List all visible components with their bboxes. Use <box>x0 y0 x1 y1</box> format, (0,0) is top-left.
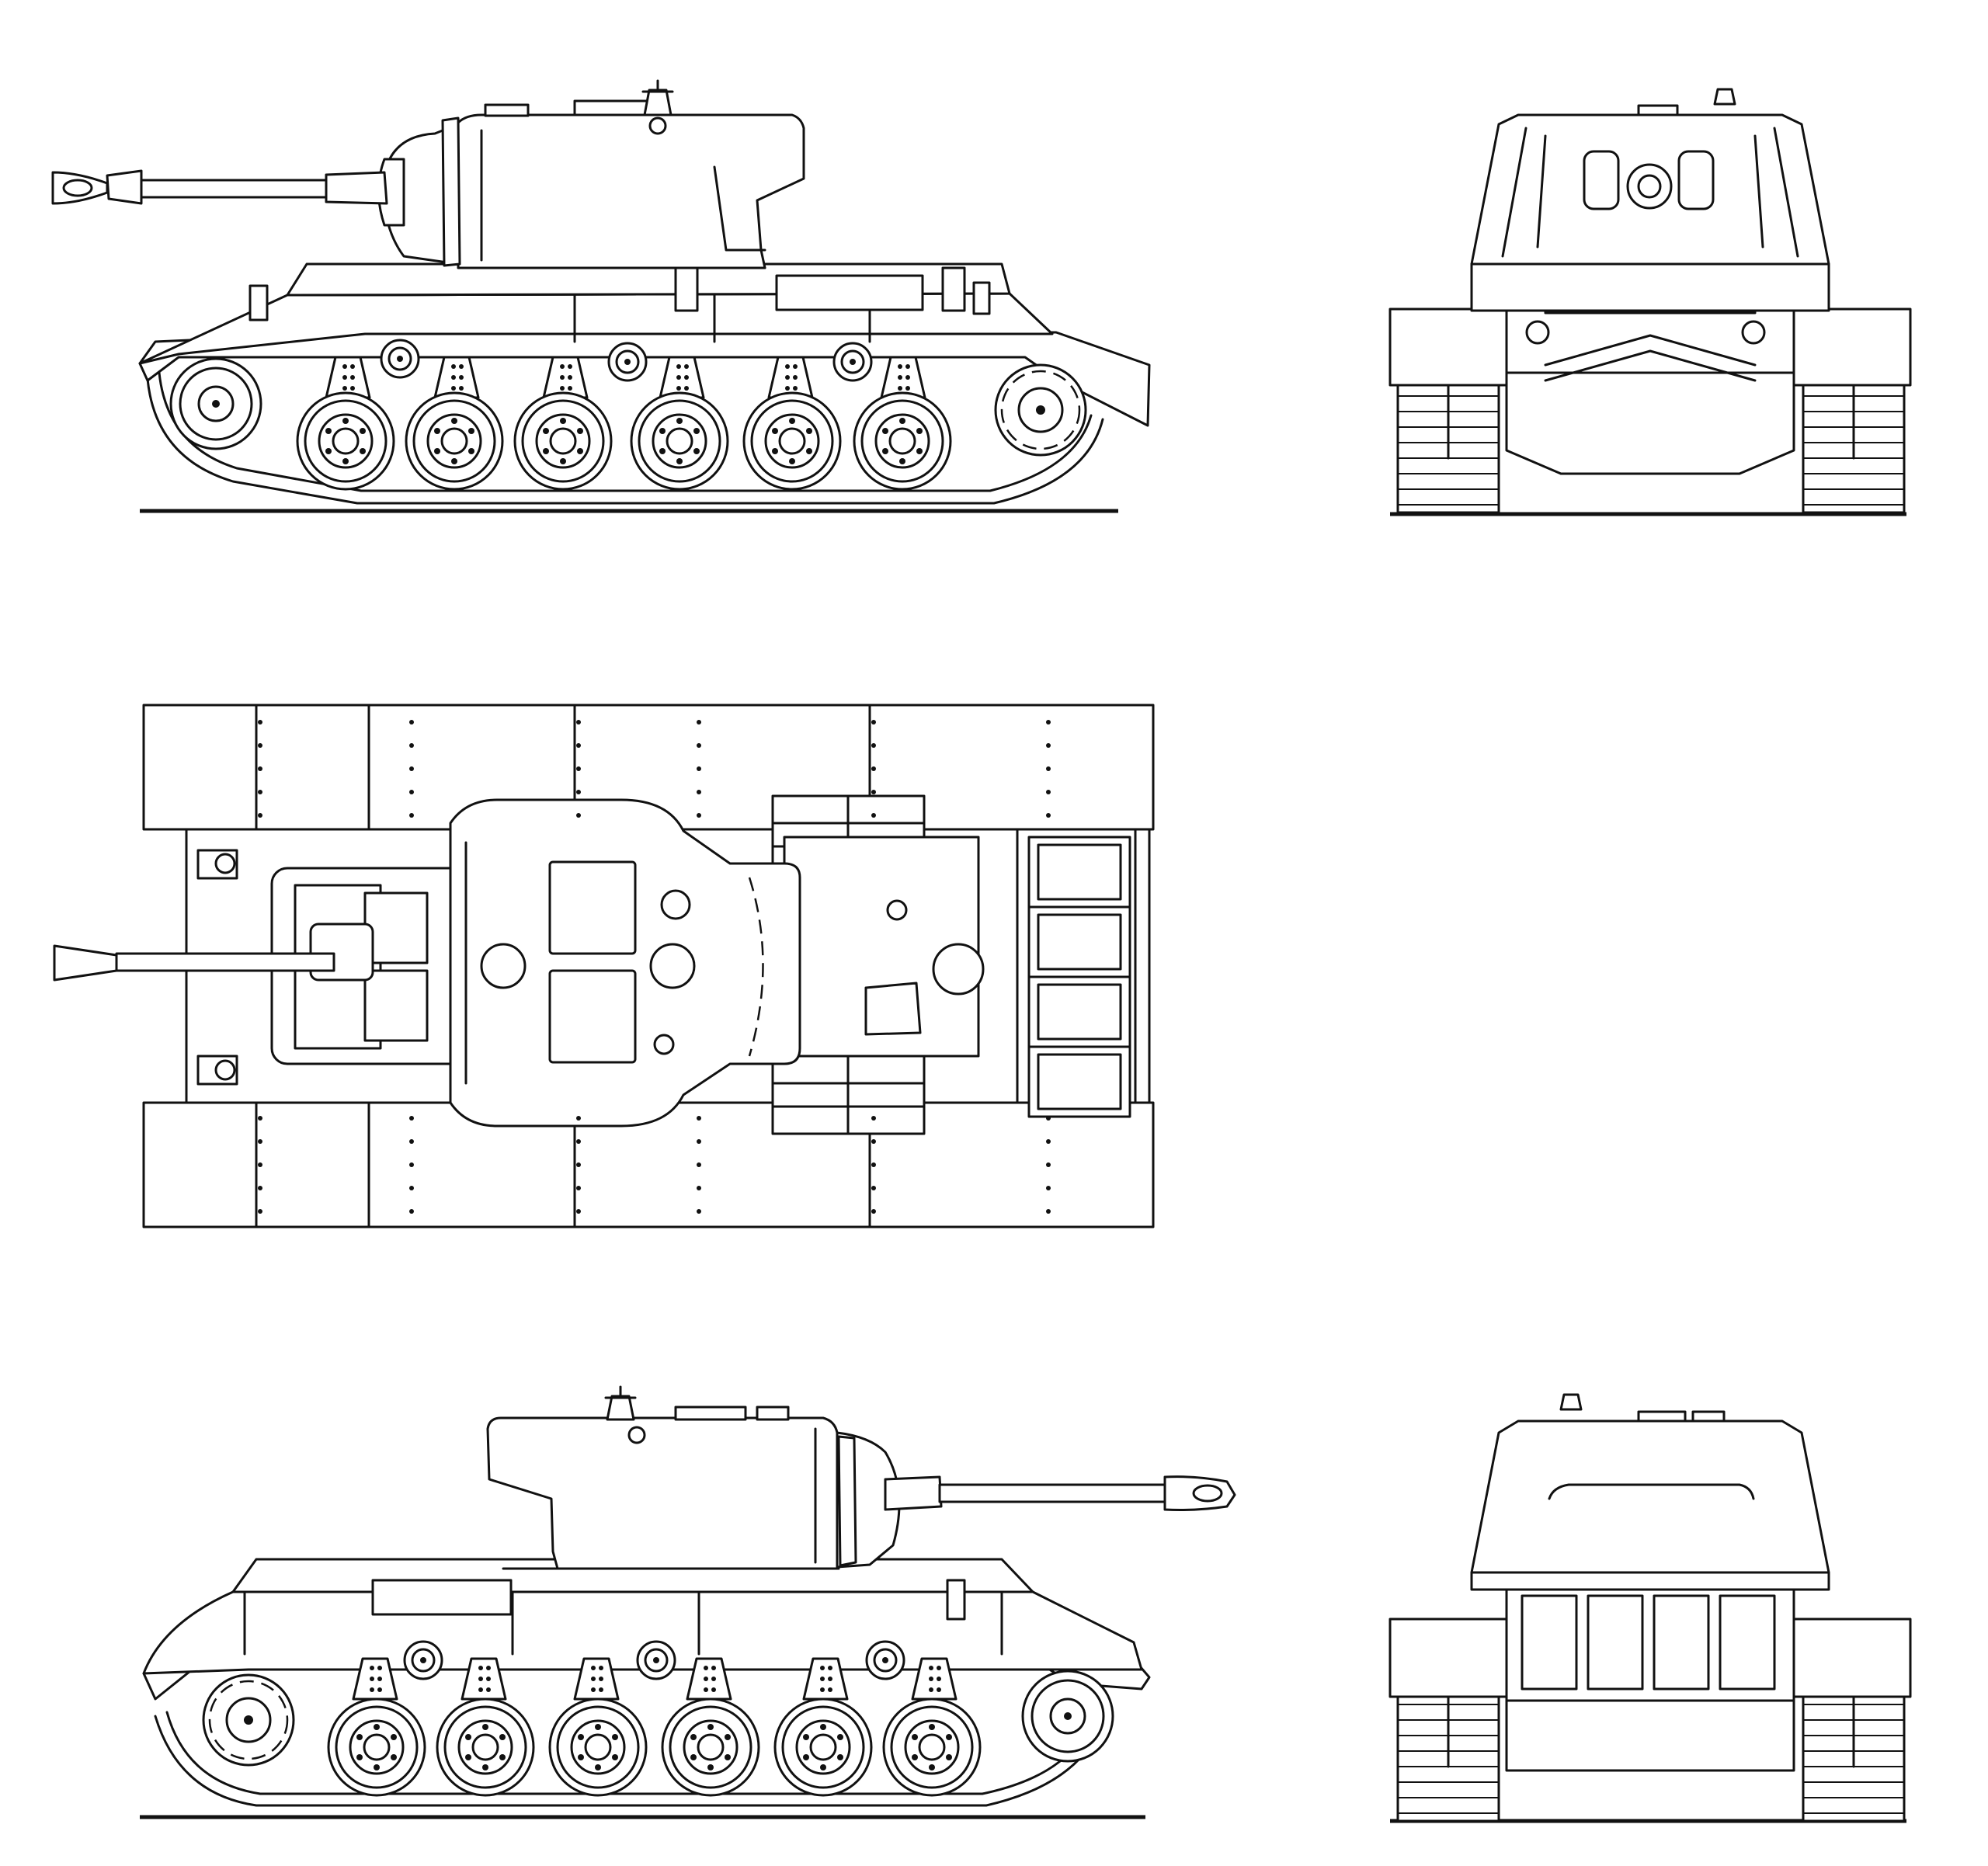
right-side-view <box>140 1385 1236 1819</box>
rear-view <box>1388 1393 1912 1823</box>
top-view <box>53 704 1155 1228</box>
left-side-view <box>51 79 1151 513</box>
top-view-rivets <box>258 720 1051 1214</box>
front-view <box>1388 88 1912 516</box>
